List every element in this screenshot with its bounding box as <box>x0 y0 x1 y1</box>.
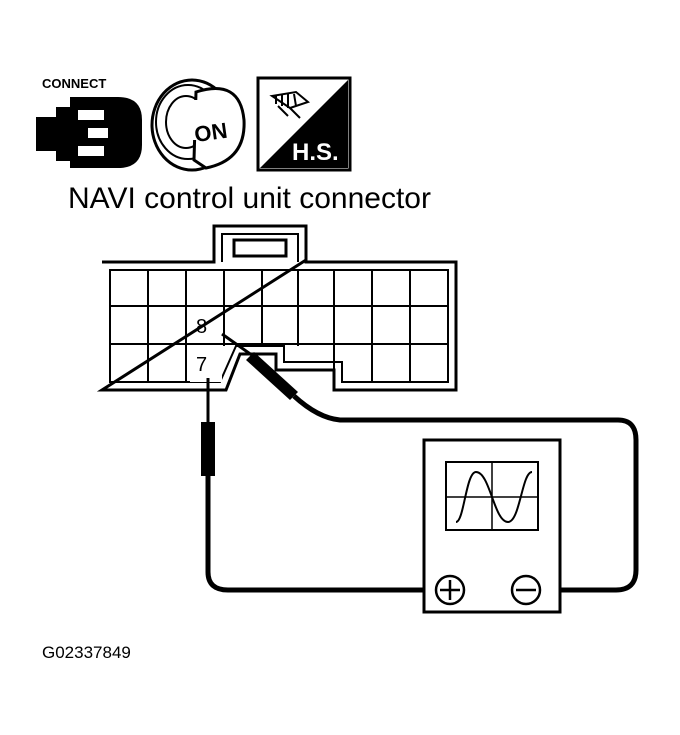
connect-label: CONNECT <box>42 76 106 91</box>
probe-pin-8 <box>221 332 639 593</box>
navi-connector <box>96 224 458 392</box>
sine-wave-icon <box>455 470 533 524</box>
ignition-on-label: ON <box>193 118 229 147</box>
minus-terminal-icon <box>510 574 542 606</box>
harness-side-label: H.S. <box>292 139 339 166</box>
harness-side-icon: H.S. <box>256 76 352 172</box>
oscilloscope-icon <box>422 438 562 614</box>
pin-8-label: 8 <box>196 316 207 338</box>
plus-terminal-icon <box>434 574 466 606</box>
ignition-key-on-icon: ON <box>150 78 246 172</box>
connector-title: NAVI control unit connector <box>68 182 431 215</box>
figure-code: G02337849 <box>42 643 131 662</box>
probe-pin-7 <box>201 378 434 593</box>
connect-icon: CONNECT <box>36 76 142 168</box>
pin-7-label: 7 <box>196 354 207 376</box>
